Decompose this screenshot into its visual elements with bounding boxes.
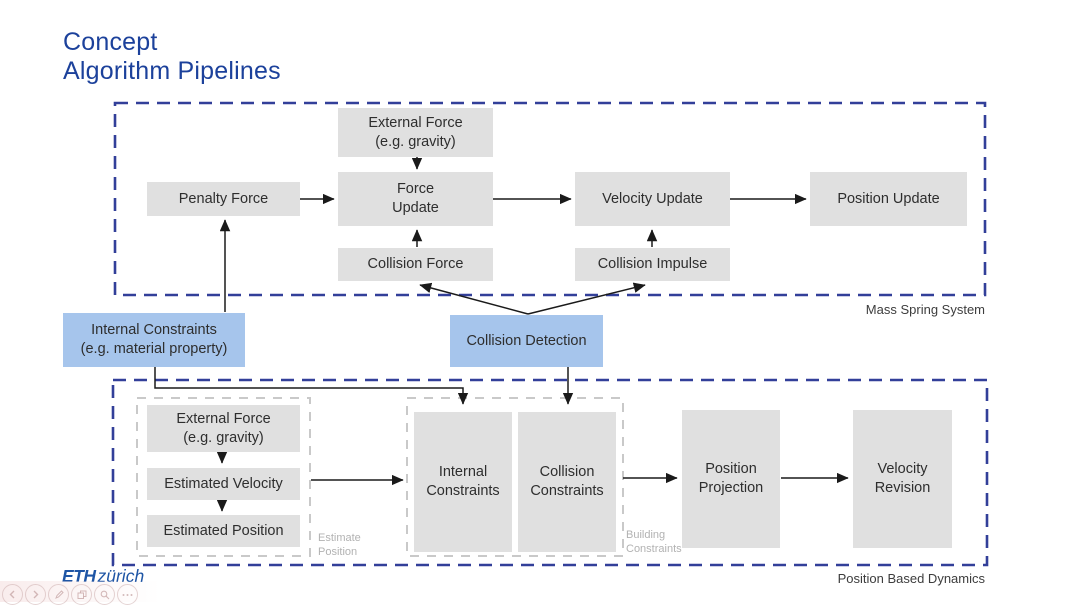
arrow-internalconstraints-to-pbd xyxy=(154,367,469,405)
node-label: Internal Constraints xyxy=(426,464,500,499)
node-collision-impulse: Collision Impulse xyxy=(575,248,730,281)
arrow-collisiondetection-to-collisionimpulse xyxy=(527,282,646,315)
node-label: Internal Constraints (e.g. material prop… xyxy=(80,322,228,357)
copy-icon xyxy=(77,590,86,599)
chevron-right-icon xyxy=(33,590,39,599)
node-collision-force: Collision Force xyxy=(338,248,493,281)
chevron-left-icon xyxy=(9,590,15,599)
label-building-constraints: Building Constraints xyxy=(626,529,682,555)
title-line-1: Concept xyxy=(63,28,158,56)
node-velocity-update: Velocity Update xyxy=(575,172,730,226)
node-label: Position Update xyxy=(837,190,940,207)
node-label: Collision Constraints xyxy=(530,464,604,499)
node-external-force-top: External Force (e.g. gravity) xyxy=(338,108,493,157)
caption-mass-spring-system: Mass Spring System xyxy=(865,302,985,317)
node-label: Penalty Force xyxy=(178,190,269,207)
node-penalty-force: Penalty Force xyxy=(147,182,300,216)
page-title: Concept Algorithm Pipelines xyxy=(63,28,281,86)
node-collision-detection: Collision Detection xyxy=(450,315,603,367)
node-external-force-bottom: External Force (e.g. gravity) xyxy=(147,405,300,452)
ellipsis-icon xyxy=(122,593,133,596)
node-label: Force Update xyxy=(392,181,439,216)
node-label: Velocity Update xyxy=(602,190,703,207)
node-label: Collision Impulse xyxy=(597,256,708,273)
node-label: Estimated Velocity xyxy=(164,475,283,492)
node-label: Position Projection xyxy=(698,461,764,496)
node-estimated-velocity: Estimated Velocity xyxy=(147,468,300,500)
node-force-update: Force Update xyxy=(338,172,493,226)
node-label: Estimated Position xyxy=(163,522,284,539)
node-position-projection: Position Projection xyxy=(682,410,780,548)
node-label: External Force (e.g. gravity) xyxy=(368,114,463,150)
search-icon xyxy=(100,590,109,599)
title-line-2: Algorithm Pipelines xyxy=(63,57,281,85)
node-collision-constraints: Collision Constraints xyxy=(518,412,616,552)
node-velocity-revision: Velocity Revision xyxy=(853,410,952,548)
node-label: Collision Detection xyxy=(466,332,587,349)
node-label: Collision Force xyxy=(367,256,464,273)
label-estimate-position: Estimate Position xyxy=(318,532,361,558)
node-internal-constraints-source: Internal Constraints (e.g. material prop… xyxy=(63,313,245,367)
node-label: Velocity Revision xyxy=(874,461,931,496)
node-estimated-position: Estimated Position xyxy=(147,515,300,547)
caption-position-based-dynamics: Position Based Dynamics xyxy=(837,571,985,586)
node-internal-constraints-pbd: Internal Constraints xyxy=(414,412,512,552)
arrow-collisiondetection-to-collisionforce xyxy=(419,282,529,315)
node-position-update: Position Update xyxy=(810,172,967,226)
pencil-icon xyxy=(54,589,64,599)
node-label: External Force (e.g. gravity) xyxy=(176,410,271,446)
